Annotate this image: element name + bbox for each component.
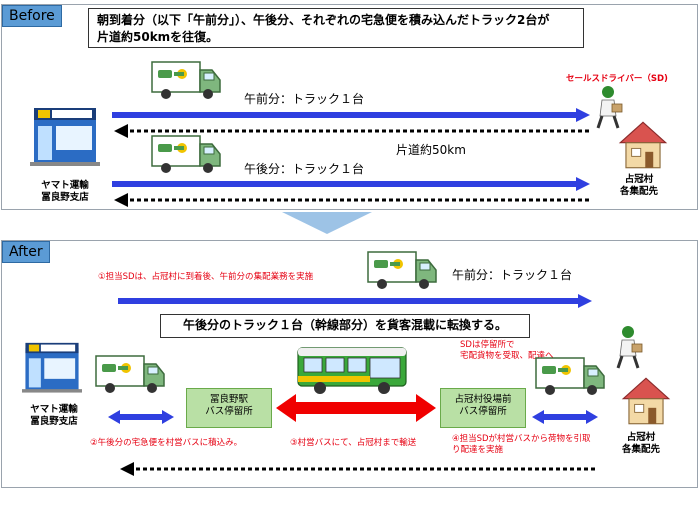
- stop-shimukappu-line2: バス停留所: [459, 406, 507, 417]
- stop-shimukappu-line1: 占冠村役場前: [454, 394, 512, 405]
- before-pm-return-arrow: [114, 193, 592, 207]
- after-dest-line2: 各集配先: [621, 444, 660, 455]
- after-note-3: ③村営バスにて、占冠村まで輸送: [290, 438, 417, 448]
- after-left-double-arrow: [108, 410, 174, 424]
- transition-arrow: [282, 212, 372, 234]
- truck-icon: [95, 355, 165, 394]
- after-tag: After: [2, 241, 50, 263]
- after-dest-line1: 占冠村: [626, 432, 656, 443]
- after-return-arrow: [120, 462, 596, 476]
- before-dest-line2: 各集配先: [619, 186, 658, 197]
- driver-icon: [616, 324, 644, 370]
- before-note-line2: 片道約50kmを往復。: [97, 30, 219, 44]
- before-origin-line1: ヤマト運輸: [41, 180, 89, 191]
- after-sd-note: SDは停留所で 宅配貨物を受取、配達へ: [460, 340, 554, 362]
- stop-furano-station: 冨良野駅 バス停留所: [186, 388, 272, 428]
- before-pm-label: 午後分：トラック１台: [244, 162, 365, 176]
- after-dest-label: 占冠村 各集配先: [606, 432, 676, 456]
- after-sd-note-line2: 宅配貨物を受取、配達へ: [460, 351, 554, 361]
- after-banner: 午後分のトラック１台（幹線部分）を貨客混載に転換する。: [160, 314, 530, 338]
- after-am-label: 午前分：トラック１台: [452, 268, 573, 282]
- after-origin-label: ヤマト運輸 冨良野支店: [14, 404, 94, 428]
- after-origin-line2: 冨良野支店: [30, 416, 78, 427]
- after-am-outbound-arrow: [118, 294, 592, 308]
- bus-icon: [297, 347, 407, 394]
- truck-icon: [151, 135, 221, 174]
- truck-icon: [367, 251, 437, 290]
- before-origin-label: ヤマト運輸 冨良野支店: [20, 180, 110, 204]
- before-note-line1: 朝到着分（以下「午前分」）、午後分、それぞれの宅急便を積み込んだトラック2台が: [97, 13, 550, 27]
- after-bus-route-arrow: [276, 394, 436, 422]
- after-origin-line1: ヤマト運輸: [30, 404, 78, 415]
- store-icon: [30, 108, 100, 166]
- house-icon: [622, 377, 670, 425]
- after-note-1: ①担当SDは、占冠村に到着後、午前分の集配業務を実施: [98, 272, 314, 282]
- before-dest-label: 占冠村 各集配先: [604, 174, 674, 198]
- before-distance-label: 片道約50km: [396, 143, 466, 157]
- after-right-double-arrow: [532, 410, 598, 424]
- before-am-return-arrow: [114, 124, 592, 138]
- before-am-outbound-arrow: [112, 108, 590, 122]
- before-dest-line1: 占冠村: [624, 174, 654, 185]
- house-icon: [619, 121, 667, 169]
- after-note-4-line1: ④担当SDが村営バスから荷物を引取: [452, 434, 591, 444]
- stop-furano-line2: バス停留所: [205, 406, 253, 417]
- after-sd-note-line1: SDは停留所で: [460, 340, 515, 350]
- truck-icon: [535, 357, 605, 396]
- before-origin-line2: 冨良野支店: [41, 192, 89, 203]
- after-note-4: ④担当SDが村営バスから荷物を引取 り配達を実施: [452, 434, 591, 456]
- before-pm-outbound-arrow: [112, 177, 590, 191]
- store-icon: [22, 342, 82, 393]
- after-note-4-line2: り配達を実施: [452, 445, 504, 455]
- before-driver-label: セールスドライバー（SD): [566, 74, 668, 84]
- before-tag: Before: [2, 5, 62, 27]
- truck-icon: [151, 61, 221, 100]
- stop-furano-line1: 冨良野駅: [209, 394, 248, 405]
- stop-shimukappu-office: 占冠村役場前 バス停留所: [440, 388, 526, 428]
- before-note: 朝到着分（以下「午前分」）、午後分、それぞれの宅急便を積み込んだトラック2台が …: [88, 8, 584, 48]
- after-note-2: ②午後分の宅急便を村営バスに積込み。: [90, 438, 243, 448]
- before-am-label: 午前分：トラック１台: [244, 92, 365, 106]
